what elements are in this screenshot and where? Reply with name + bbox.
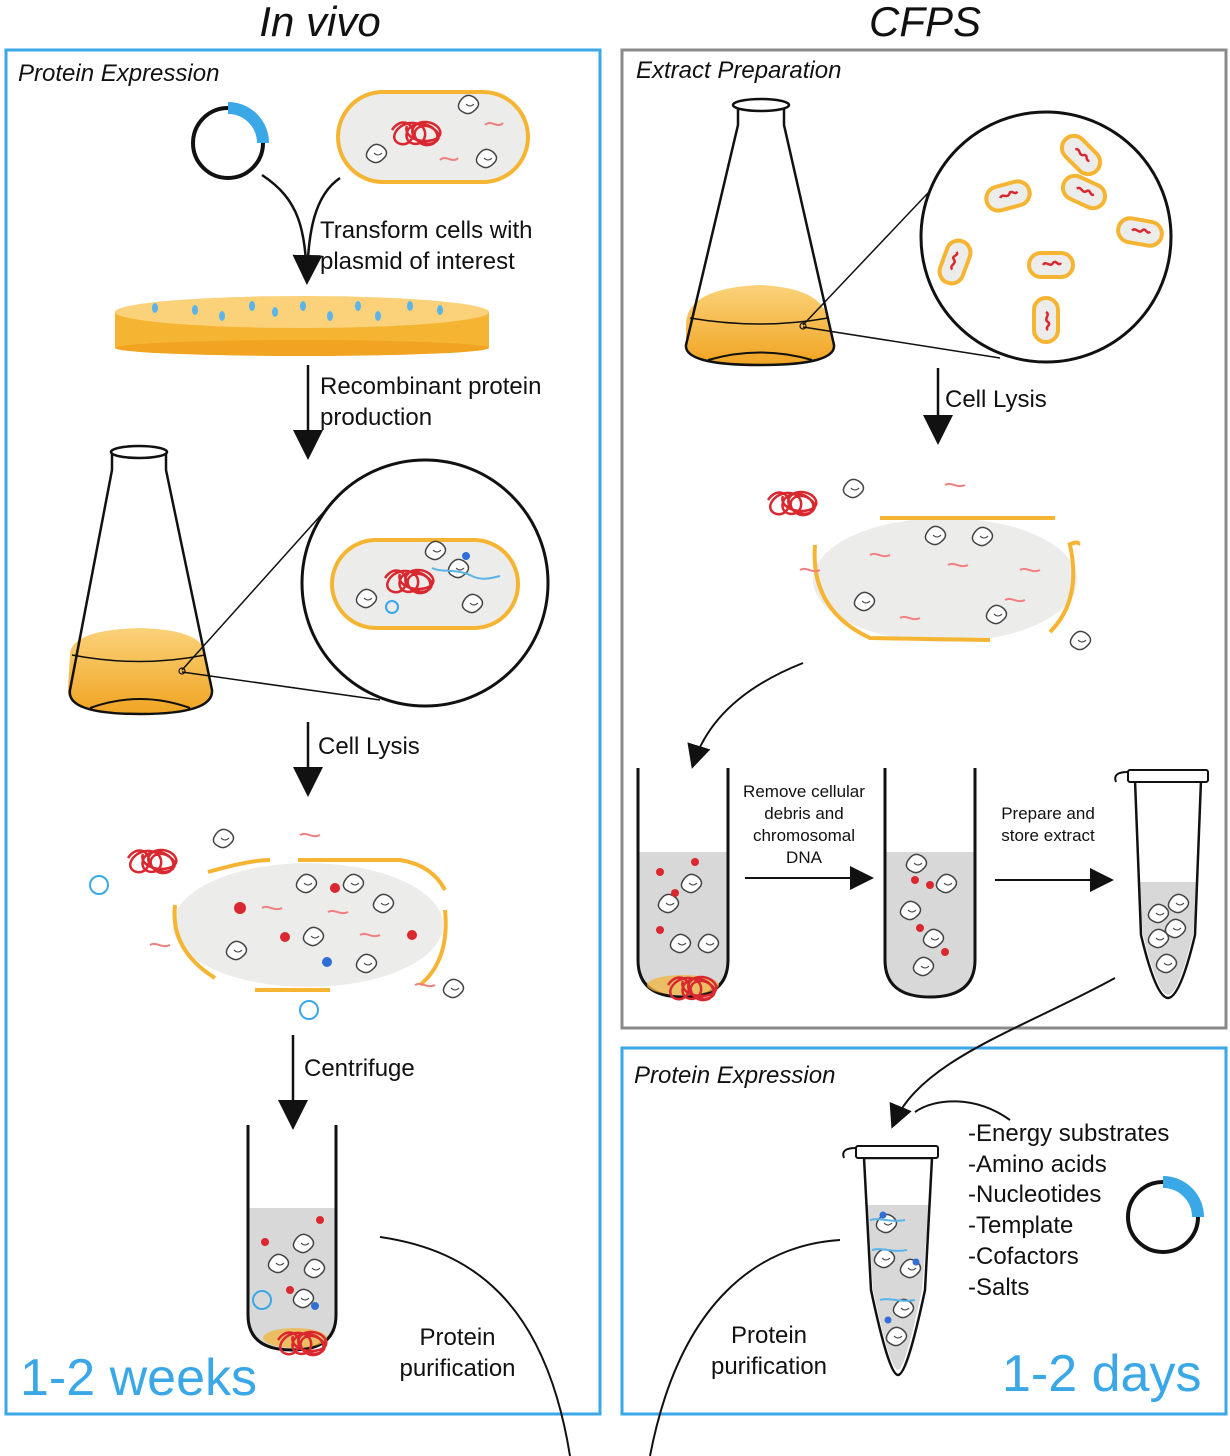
ingredient-item: -Nucleotides: [968, 1181, 1102, 1209]
petri-dish-icon: [115, 296, 489, 356]
step-lysis-cfps: Cell Lysis: [945, 386, 1047, 413]
plasmid-icon-cfps: [1126, 1176, 1204, 1254]
left-panel-border: [4, 48, 602, 1416]
extract-section-label: Extract Preparation: [636, 57, 842, 84]
duration-cfps: 1-2 days: [1002, 1345, 1202, 1403]
step-lysis-left: Cell Lysis: [318, 733, 420, 760]
tube-cleared: [883, 768, 977, 999]
tube-lysate: [636, 768, 730, 1002]
cfps-expression-panel-border: [620, 1046, 1228, 1416]
bacterial-cell-icon: [336, 90, 530, 184]
flask-icon: [67, 444, 214, 716]
microtube-expression: [842, 1145, 939, 1377]
plasmid-icon: [191, 102, 269, 180]
ingredient-item: -Amino acids: [968, 1150, 1107, 1178]
extract-panel-border: [620, 48, 1228, 1030]
left-section-label: Protein Expression: [18, 60, 220, 87]
lysed-cell-cfps: [766, 478, 1092, 651]
duration-in-vivo: 1-2 weeks: [20, 1349, 257, 1407]
step-centrifuge: Centrifuge: [304, 1055, 415, 1082]
ingredient-item: -Cofactors: [968, 1242, 1079, 1270]
ingredient-item: -Template: [968, 1212, 1074, 1240]
in-vivo-title: In vivo: [259, 0, 381, 45]
step-purification-cfps: Protein purification: [710, 1322, 828, 1380]
step-purification-left: Protein purification: [399, 1324, 516, 1382]
step-transform: Transform cells with plasmid of interest: [320, 217, 533, 275]
cfps-expression-section-label: Protein Expression: [634, 1062, 836, 1089]
cfps-title: CFPS: [868, 0, 981, 45]
centrifuge-tube-left: [246, 1125, 338, 1357]
microtube-extract: [1114, 769, 1209, 1000]
ingredient-list: -Energy substrates -Amino acids -Nucleot…: [968, 1119, 1169, 1303]
ingredient-item: -Salts: [968, 1273, 1030, 1301]
zoom-circle-culture: [919, 110, 1173, 364]
ingredient-item: -Energy substrates: [968, 1120, 1170, 1147]
lysed-cell-left: [89, 828, 465, 1020]
step-prepare-extract: Prepare and store extract: [1001, 804, 1095, 845]
zoom-circle-cell: [300, 458, 550, 708]
step-recombinant: Recombinant protein production: [320, 373, 542, 431]
step-remove-debris: Remove cellular debris and chromosomal D…: [743, 782, 865, 867]
flask-icon-cfps: [684, 97, 836, 367]
